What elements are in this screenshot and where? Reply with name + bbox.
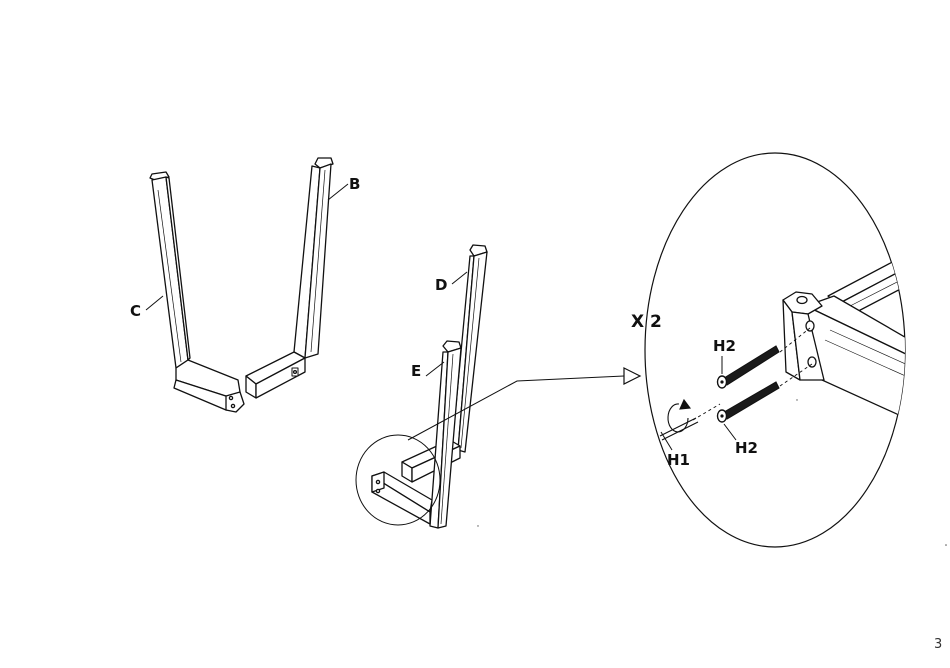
page-number: 3 — [934, 637, 942, 652]
frame-b-part — [246, 158, 333, 398]
leader-c — [146, 296, 163, 310]
label-d: D — [435, 276, 447, 294]
label-e: E — [411, 362, 421, 380]
label-c: C — [130, 302, 141, 320]
label-h2-bottom: H2 — [735, 439, 758, 457]
label-h2-top: H2 — [713, 337, 736, 355]
stray-mark — [477, 525, 478, 526]
stray-mark — [796, 399, 797, 400]
frame-c-part — [150, 172, 244, 412]
leader-b — [328, 184, 348, 200]
zoom-arrowhead — [624, 368, 640, 384]
label-h1: H1 — [667, 451, 690, 469]
label-b: B — [349, 175, 360, 193]
stray-mark — [945, 544, 947, 546]
quantity-label: X 2 — [631, 312, 662, 332]
leader-d — [452, 272, 467, 284]
